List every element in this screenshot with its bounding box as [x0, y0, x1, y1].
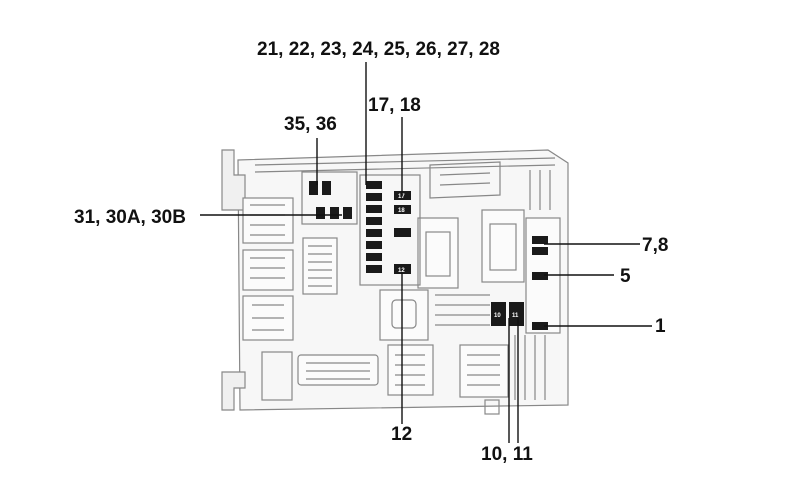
connector-bottom-mid [387, 344, 434, 396]
fuse-label-18: 18 [398, 208, 405, 214]
fuse-label-10: 10 [494, 313, 501, 319]
leader-lines [200, 62, 652, 443]
relay-block-left-mid [242, 249, 294, 291]
callout-fuse-1: 1 [655, 316, 666, 337]
connector-left [302, 237, 338, 295]
connector-center-left [417, 217, 459, 289]
mounting-tab-top [221, 149, 246, 211]
callout-fuse-5: 5 [620, 266, 631, 287]
top-rail [254, 157, 556, 173]
callout-fuses-31-30a-30b: 31, 30A, 30B [74, 207, 186, 228]
connector-lower-center [379, 289, 429, 341]
connector-bottom-right [459, 344, 509, 398]
connector-bottom-left [297, 354, 379, 386]
fuse-label-17: 17 [398, 194, 405, 200]
fuse-holder-top-left [301, 171, 358, 225]
fuse-elements [309, 181, 548, 330]
connector-center-right [481, 209, 525, 283]
callout-fuse-12: 12 [391, 424, 413, 445]
callout-fuses-21-28: 21, 22, 23, 24, 25, 26, 27, 28 [257, 39, 500, 60]
callout-fuses-7-8: 7,8 [642, 235, 669, 256]
callout-fuses-17-18: 17, 18 [368, 95, 421, 116]
callout-fuses-10-11: 10, 11 [481, 444, 533, 465]
fuse-label-12: 12 [398, 268, 405, 274]
callout-fuses-35-36: 35, 36 [284, 114, 337, 135]
mounting-tab-bottom [221, 371, 246, 411]
fuse-strip-frame [359, 174, 421, 286]
fuse-label-11: 11 [512, 313, 519, 319]
